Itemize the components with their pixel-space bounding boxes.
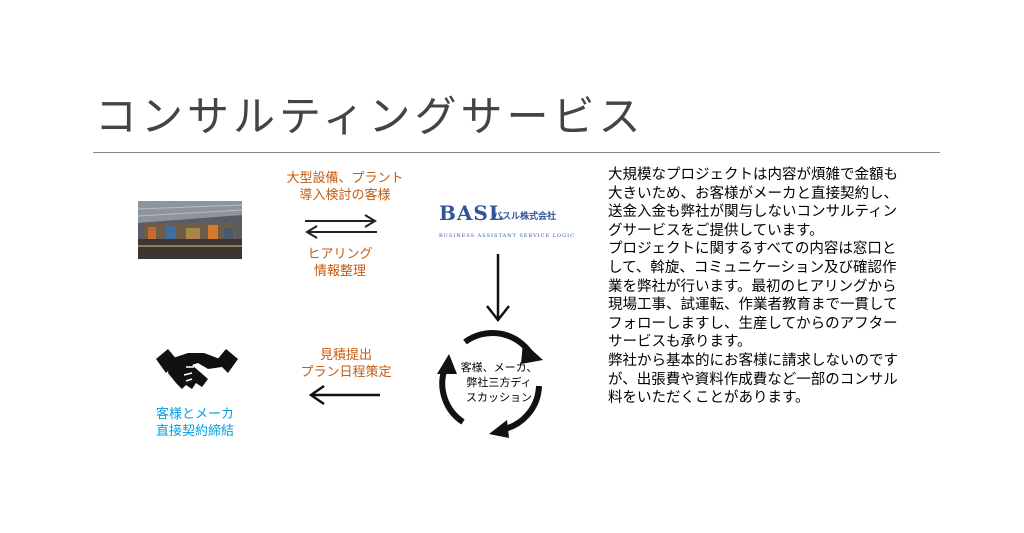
basl-logo: BASL バスル株式会社 BUSINESS ASSISTANT SERVICE … — [437, 201, 575, 243]
circular-arrows-icon — [435, 328, 549, 440]
contract-label: 客様とメーカ 直接契約締結 — [140, 406, 250, 440]
cycle-label-line3: スカッション — [466, 391, 532, 404]
customer-label-line1: 大型設備、プラント — [286, 171, 404, 186]
hearing-label-line1: ヒアリング — [307, 247, 373, 262]
cycle-label: 客様、メーカ、 弊社三方ディ スカッション — [456, 360, 542, 405]
customer-label: 大型設備、プラント 導入検討の客様 — [285, 170, 405, 204]
quote-label-line1: 見積提出 — [319, 348, 372, 363]
service-description: 大規模なプロジェクトは内容が煩雑で金額も大きいため、お客様がメーカと直接契約し、… — [608, 166, 908, 408]
title-divider — [93, 152, 940, 153]
description-paragraph-2: プロジェクトに関するすべての内容は窓口として、斡旋、コミュニケーション及び確認作… — [608, 241, 898, 351]
handshake-icon — [156, 345, 238, 395]
hearing-label: ヒアリング 情報整理 — [300, 246, 380, 280]
contract-label-line2: 直接契約締結 — [155, 424, 234, 439]
description-paragraph-3: 弊社から基本的にお客様に請求しないのですが、出張費や資料作成費など一部のコンサル… — [608, 352, 898, 407]
customer-label-line2: 導入検討の客様 — [299, 188, 391, 203]
quote-label-line2: プラン日程策定 — [300, 365, 392, 380]
two-way-arrow-icon — [303, 213, 379, 239]
factory-photo — [138, 201, 242, 259]
logo-brand: BASL — [439, 201, 504, 225]
left-arrow-icon — [308, 384, 382, 406]
page-title: コンサルティングサービス — [95, 92, 645, 141]
down-arrow-icon — [483, 252, 513, 324]
quote-label: 見積提出 プラン日程策定 — [286, 347, 406, 381]
logo-brand-jp: バスル株式会社 — [493, 212, 557, 222]
contract-label-line1: 客様とメーカ — [155, 407, 234, 422]
description-paragraph-1: 大規模なプロジェクトは内容が煩雑で金額も大きいため、お客様がメーカと直接契約し、… — [608, 167, 898, 239]
cycle-label-line1: 客様、メーカ、 — [460, 361, 538, 374]
cycle-label-line2: 弊社三方ディ — [466, 376, 532, 389]
logo-brand-sub: BUSINESS ASSISTANT SERVICE LOGIC — [439, 233, 575, 239]
hearing-label-line2: 情報整理 — [313, 264, 366, 279]
